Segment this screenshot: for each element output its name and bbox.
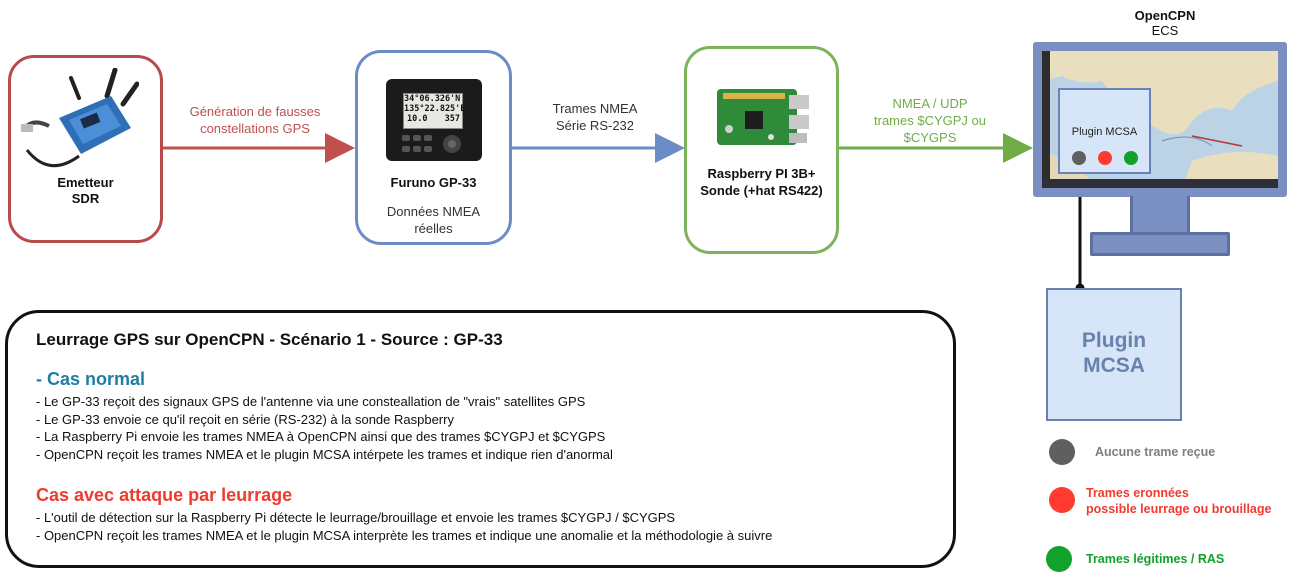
raspberry-title: Raspberry PI 3B+ Sonde (+hat RS422) xyxy=(687,165,836,199)
gp33-subtitle-line: réelles xyxy=(414,221,453,236)
opencpn-title-line: ECS xyxy=(1151,23,1179,38)
legend-red-line: Trames eronnées xyxy=(1086,486,1189,500)
gp33-screen-speed: 10.0 xyxy=(407,114,428,124)
plugin-mcsa-label: Plugin xyxy=(1081,329,1147,352)
plugin-overlay[interactable]: Plugin MCSA xyxy=(1058,88,1151,174)
raspberry-title-line: Raspberry PI 3B+ xyxy=(707,166,816,181)
raspberry-board-icon xyxy=(717,89,809,145)
scenario-summary-box: Leurrage GPS sur OpenCPN - Scénario 1 - … xyxy=(5,310,956,568)
edge-label-line: constellations GPS xyxy=(200,121,310,136)
gp33-screen-lat: 34°06.326'N xyxy=(404,94,461,104)
overlay-status-red-dot xyxy=(1098,151,1112,165)
monitor-stand-base xyxy=(1090,232,1230,256)
attack-case-heading: Cas avec attaque par leurrage xyxy=(36,485,293,505)
gp33-screen: 34°06.326'N 135°22.825'E 10.0 357 xyxy=(403,93,466,129)
gp33-subtitle: Données NMEA réelles xyxy=(358,203,509,237)
attack-case-list: - L'outil de détection sur la Raspberry … xyxy=(36,509,772,544)
normal-case-item: - La Raspberry Pi envoie les trames NMEA… xyxy=(36,429,606,444)
monitor-stand-neck xyxy=(1130,196,1190,236)
gp33-device-icon: 34°06.326'N 135°22.825'E 10.0 357 xyxy=(386,79,482,161)
normal-case-item: - Le GP-33 envoie ce qu'il reçoit en sér… xyxy=(36,411,454,427)
opencpn-title-line: OpenCPN xyxy=(1134,8,1196,23)
opencpn-monitor[interactable]: Plugin MCSA xyxy=(1033,42,1287,197)
edge-label-line: NMEA / UDP xyxy=(892,96,968,111)
edge-label-line: Série RS-232 xyxy=(555,118,635,133)
normal-case-heading: - Cas normal xyxy=(36,369,146,389)
edge-label-rpi-opencpn: NMEA / UDP trames $CYGPJ ou $CYGPS xyxy=(840,95,1020,146)
summary-title: Leurrage GPS sur OpenCPN - Scénario 1 - … xyxy=(36,330,503,349)
edge-label-line: $CYGPS xyxy=(903,130,957,145)
opencpn-title: OpenCPN ECS xyxy=(1100,8,1230,38)
legend-red-line: possible leurrage ou brouillage xyxy=(1086,502,1272,516)
legend-grey-label: Aucune trame reçue xyxy=(1095,445,1216,459)
normal-case-item: - Le GP-33 reçoit des signaux GPS de l'a… xyxy=(36,394,586,409)
sdr-title-line: SDR xyxy=(71,191,100,206)
plugin-mcsa-box[interactable]: Plugin MCSA xyxy=(1046,288,1182,421)
gp33-title: Furuno GP-33 xyxy=(390,175,477,190)
edge-label-gp33-rpi: Trames NMEA Série RS-232 xyxy=(520,100,670,134)
overlay-status-grey-dot xyxy=(1072,151,1086,165)
raspberry-title-line: Sonde (+hat RS422) xyxy=(700,183,823,198)
edge-label-line: Trames NMEA xyxy=(552,101,638,116)
node-raspberry[interactable]: Raspberry PI 3B+ Sonde (+hat RS422) xyxy=(684,46,839,254)
sdr-title-line: Emetteur xyxy=(57,175,114,190)
legend-green-dot xyxy=(1046,546,1072,572)
normal-case-list: - Le GP-33 reçoit des signaux GPS de l'a… xyxy=(36,393,613,463)
attack-case-item: - L'outil de détection sur la Raspberry … xyxy=(36,510,676,525)
plugin-overlay-label: Plugin MCSA xyxy=(1071,126,1138,138)
plugin-mcsa-label: MCSA xyxy=(1083,354,1145,377)
node-gp33[interactable]: 34°06.326'N 135°22.825'E 10.0 357 Furuno … xyxy=(355,50,512,245)
edge-label-line: trames $CYGPJ ou xyxy=(874,113,986,128)
edge-label-line: Génération de fausses xyxy=(189,104,321,119)
sdr-title: Emetteur SDR xyxy=(11,175,160,207)
node-sdr[interactable]: Emetteur SDR xyxy=(8,55,163,243)
edge-label-sdr-gp33: Génération de fausses constellations GPS xyxy=(165,103,345,137)
gp33-keypad-icon xyxy=(402,135,461,153)
legend-red-dot xyxy=(1049,487,1075,513)
normal-case-item: - OpenCPN reçoit les trames NMEA et le p… xyxy=(36,446,613,462)
gp33-screen-lon: 135°22.825'E xyxy=(404,104,466,114)
opencpn-screen: Plugin MCSA xyxy=(1042,51,1278,188)
legend-green-label: Trames légitimes / RAS xyxy=(1086,552,1225,566)
attack-case-item: - OpenCPN reçoit les trames NMEA et le p… xyxy=(36,527,773,543)
gp33-subtitle-line: Données NMEA xyxy=(386,204,481,219)
legend-red-label: Trames eronnées possible leurrage ou bro… xyxy=(1086,485,1271,517)
sdr-device-icon xyxy=(21,68,139,168)
gp33-screen-course: 357 xyxy=(444,114,460,124)
overlay-status-green-dot xyxy=(1124,151,1138,165)
legend-grey-dot xyxy=(1049,439,1075,465)
